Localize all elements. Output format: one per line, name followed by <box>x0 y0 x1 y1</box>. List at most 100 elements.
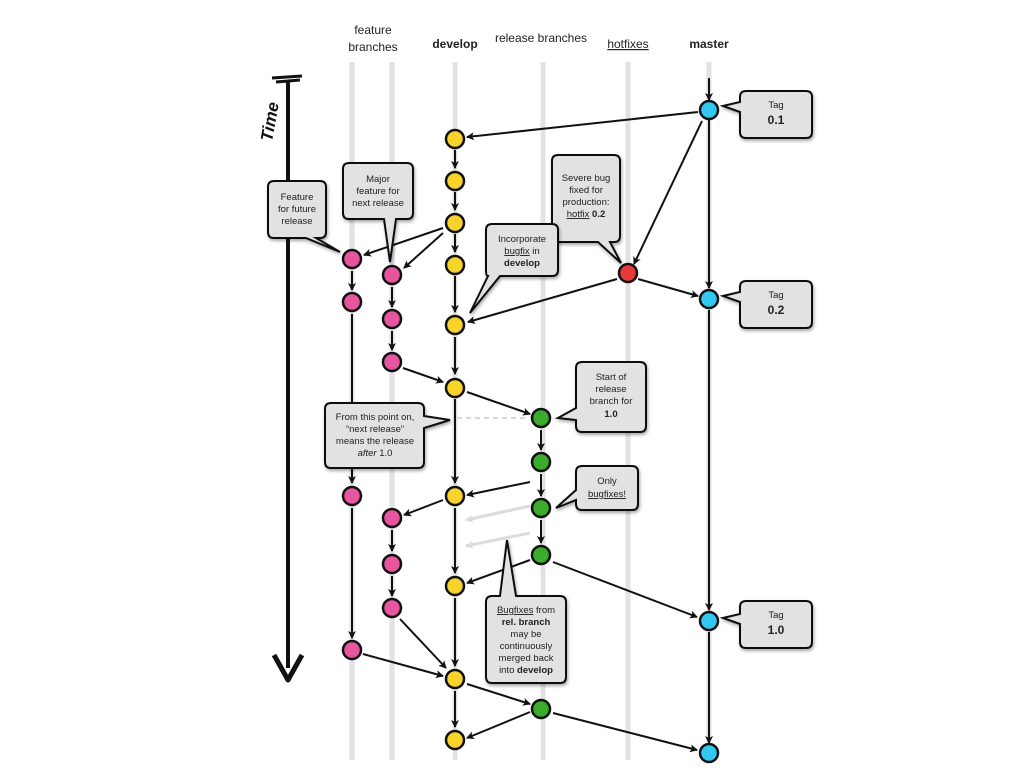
release-commit <box>530 407 552 429</box>
severe-bug-hotfix-word: hotfix <box>567 209 590 220</box>
bugfixes-from-callout <box>485 539 567 684</box>
lane-label-release: release branches <box>495 31 587 45</box>
from-this-point-line3: means the release <box>336 436 414 447</box>
tag-1-0-line2: 1.0 <box>768 623 785 637</box>
bugfixes-from-from-word: from <box>533 605 555 616</box>
tag-0-2-callout <box>719 280 813 329</box>
incorporate-bugfix-word: bugfix <box>504 246 530 257</box>
start-release-callout <box>554 361 647 433</box>
lane-label-develop: develop <box>432 37 477 51</box>
severe-bug-line3: production: <box>562 197 609 208</box>
feature-commit <box>381 308 403 330</box>
start-release-line4: 1.0 <box>604 409 617 420</box>
callouts: Tag 0.1 Tag 0.2 Tag 1.0 Feature for futu… <box>267 90 813 684</box>
major-feature-callout <box>342 162 414 263</box>
only-bugfixes-line1: Only <box>597 476 617 487</box>
develop-commit <box>444 314 466 336</box>
only-bugfixes-line2: bugfixes! <box>588 489 626 500</box>
start-release-line2: release <box>595 384 626 395</box>
incorporate-line1: Incorporate <box>498 234 546 245</box>
develop-commit <box>444 575 466 597</box>
feature-future-line2: for future <box>278 204 316 215</box>
feature-commit <box>381 597 403 619</box>
develop-commit <box>444 485 466 507</box>
bugfixes-from-line2: rel. branch <box>502 617 551 628</box>
develop-commit <box>444 254 466 276</box>
from-this-point-after-word: after <box>358 448 378 459</box>
bugfixes-from-line4: continuously <box>500 641 553 652</box>
tag-1-0-callout <box>719 600 813 649</box>
time-label: Time <box>257 101 283 143</box>
bugfixes-from-line6: into develop <box>499 665 553 676</box>
bugfixes-from-line1: Bugfixes from <box>497 605 555 616</box>
major-feature-line2: feature for <box>356 186 399 197</box>
release-commit <box>530 451 552 473</box>
tag-1-0-line1: Tag <box>768 610 783 621</box>
from-this-point-line1: From this point on, <box>336 412 415 423</box>
develop-commit <box>444 128 466 150</box>
develop-commit <box>444 212 466 234</box>
feature-future-line3: release <box>281 216 312 227</box>
incorporate-line3: develop <box>504 258 540 269</box>
severe-bug-line4: hotfix 0.2 <box>567 209 606 220</box>
release-commit <box>530 497 552 519</box>
lane-labels: feature branches develop release branche… <box>348 23 729 54</box>
master-commit <box>698 288 720 310</box>
severe-bug-callout <box>551 154 622 264</box>
feature-commit <box>341 639 363 661</box>
commits <box>341 99 720 764</box>
incorporate-callout <box>469 223 559 314</box>
feature-future-line1: Feature <box>281 192 314 203</box>
major-feature-line1: Major <box>366 174 390 185</box>
lane-label-feature-line2: branches <box>348 40 397 54</box>
release-commit <box>530 544 552 566</box>
lane-label-feature-line1: feature <box>354 23 392 37</box>
feature-commit <box>341 248 363 270</box>
bugfixes-from-bugfixes-word: Bugfixes <box>497 605 534 616</box>
bugfixes-from-develop-word: develop <box>514 665 553 676</box>
feature-commit <box>341 291 363 313</box>
bugfixes-from-into-word: into <box>499 665 514 676</box>
severe-bug-line2: fixed for <box>569 185 603 196</box>
start-release-line3: branch for <box>590 396 633 407</box>
tag-0-1-line1: Tag <box>768 100 783 111</box>
from-this-point-line4: after 1.0 <box>358 448 393 459</box>
bugfixes-from-line3: may be <box>510 629 541 640</box>
tag-0-1-callout <box>719 90 813 139</box>
start-release-line1: Start of <box>596 372 627 383</box>
feature-commit <box>381 351 403 373</box>
incorporate-line2: bugfix in <box>504 246 539 257</box>
connectors <box>348 78 713 753</box>
time-axis: Time <box>257 74 305 683</box>
develop-commit <box>444 170 466 192</box>
tag-0-1-line2: 0.1 <box>768 113 785 127</box>
incorporate-in-word: in <box>530 246 540 257</box>
feature-commit <box>381 553 403 575</box>
lane-label-hotfixes: hotfixes <box>607 37 648 51</box>
develop-commit <box>444 377 466 399</box>
develop-commit <box>444 729 466 751</box>
only-bugfixes-callout <box>555 465 639 511</box>
severe-bug-version: 0.2 <box>589 209 605 220</box>
severe-bug-line1: Severe bug <box>562 173 611 184</box>
hotfix-commit <box>617 262 639 284</box>
from-this-point-callout <box>324 402 451 469</box>
feature-commit <box>341 485 363 507</box>
feature-future-callout <box>267 180 341 253</box>
lane-label-master: master <box>689 37 729 51</box>
feature-commit <box>381 507 403 529</box>
master-commit <box>698 742 720 764</box>
from-this-point-version: 1.0 <box>377 448 393 459</box>
faint-merges <box>465 504 531 549</box>
master-commit <box>698 610 720 632</box>
feature-commit <box>381 264 403 286</box>
master-commit <box>698 99 720 121</box>
develop-commit <box>444 668 466 690</box>
bugfixes-from-line5: merged back <box>499 653 554 664</box>
major-feature-line3: next release <box>352 198 404 209</box>
release-commit <box>530 698 552 720</box>
tag-0-2-line2: 0.2 <box>768 303 785 317</box>
tag-0-2-line1: Tag <box>768 290 783 301</box>
from-this-point-line2: “next release” <box>346 424 404 435</box>
